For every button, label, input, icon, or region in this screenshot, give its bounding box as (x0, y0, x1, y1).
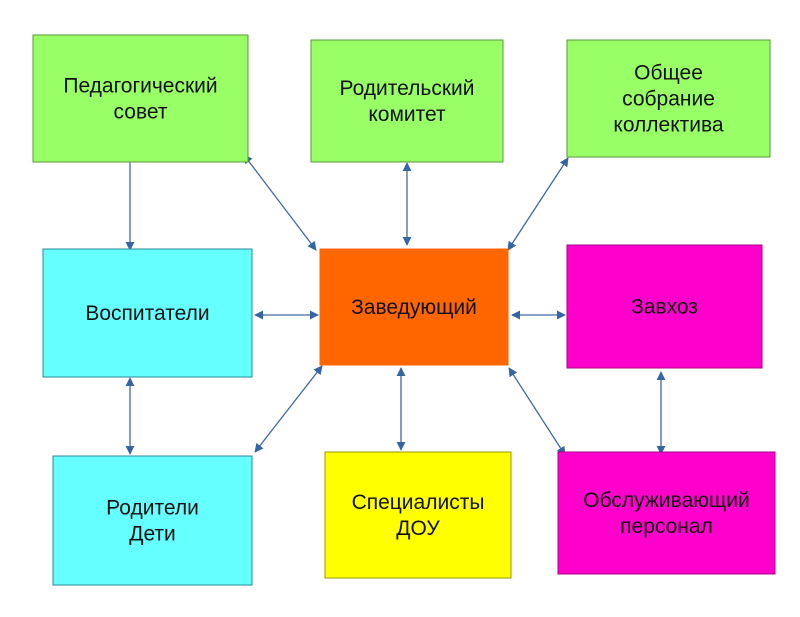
node-label: Родительский (340, 77, 475, 100)
node-label: Воспитатели (85, 302, 209, 325)
double-arrow-connector (254, 365, 323, 453)
node-label: Общее (634, 62, 703, 85)
double-arrow-connector (507, 157, 569, 251)
node-label: Родители (106, 497, 199, 520)
node-box (52, 455, 253, 586)
double-arrow-connector (508, 367, 566, 456)
node-zaveduyushiy: Заведующий (319, 248, 509, 366)
node-label: собрание (622, 88, 715, 111)
node-box (310, 39, 504, 163)
node-box (566, 244, 763, 369)
node-ped-sovet: Педагогический совет (32, 34, 249, 163)
node-label: Обслуживающий (583, 489, 749, 512)
node-box (319, 248, 509, 366)
node-label: Завхоз (631, 296, 698, 319)
node-label: комитет (368, 103, 446, 126)
node-label: совет (114, 101, 168, 124)
node-vospitateli: Воспитатели (42, 248, 253, 378)
node-box (566, 39, 771, 158)
node-label: Педагогический (63, 75, 217, 98)
double-arrow-connector (243, 154, 317, 251)
node-label: Специалисты (352, 491, 485, 514)
node-rod-komitet: Родительский комитет (310, 39, 504, 163)
node-label: ДОУ (396, 517, 440, 540)
node-label: Заведующий (351, 296, 477, 319)
node-label: коллектива (613, 114, 724, 137)
node-label: персонал (620, 515, 713, 538)
node-obshee: Общее собрание коллектива (566, 39, 771, 158)
node-zavhoz: Завхоз (566, 244, 763, 369)
node-obsluzh: Обслуживающий персонал (557, 451, 776, 575)
node-box (324, 451, 512, 579)
node-label: Дети (129, 523, 176, 546)
node-box (42, 248, 253, 378)
node-box (32, 34, 249, 163)
node-box (557, 451, 776, 575)
